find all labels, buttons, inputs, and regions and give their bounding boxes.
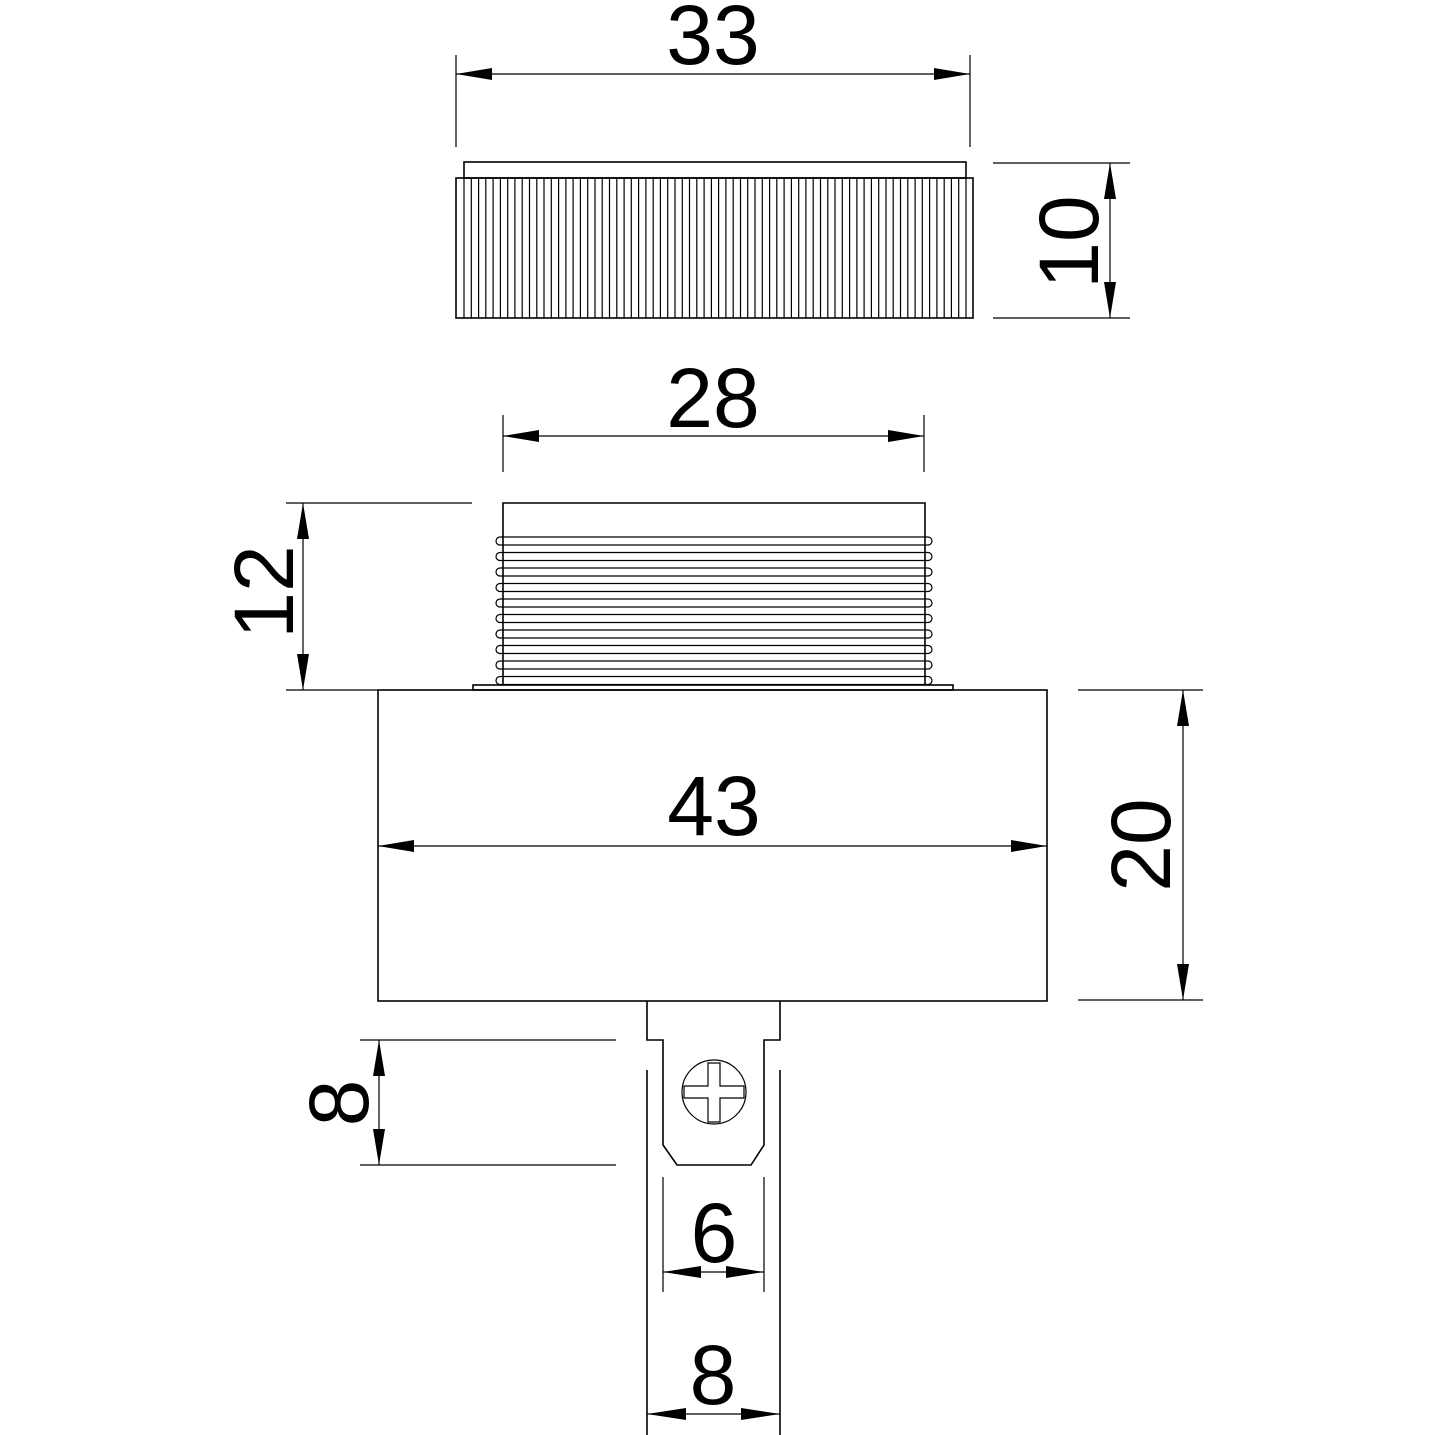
dimension-label: 20 [1094, 798, 1188, 891]
arrowhead-left-icon [378, 840, 414, 852]
arrowhead-down-icon [373, 1129, 385, 1165]
dimension-cap-width: 33 [455, 0, 971, 147]
arrowhead-left-icon [663, 1266, 701, 1278]
arrowhead-right-icon [726, 1266, 764, 1278]
dimension-terminal-inner-width: 6 [662, 1177, 765, 1292]
dimension-terminal-slot-height: 8 [292, 1039, 616, 1166]
dimension-label: 6 [691, 1186, 738, 1280]
arrowhead-up-icon [1177, 690, 1189, 726]
threaded-neck [472, 502, 954, 691]
arrowhead-up-icon [297, 503, 309, 539]
cap-top-rim [463, 161, 967, 179]
dimension-body-width: 43 [378, 759, 1047, 853]
knurl-ridges [463, 178, 967, 318]
cap-body [455, 177, 974, 319]
dimension-label: 10 [1022, 195, 1116, 288]
thread-rings [495, 536, 933, 686]
arrowhead-up-icon [373, 1040, 385, 1076]
knurled-cap [455, 161, 974, 319]
arrowhead-left-icon [456, 68, 492, 80]
arrowhead-left-icon [503, 430, 539, 442]
arrowhead-right-icon [741, 1408, 780, 1420]
screw-terminal [646, 1001, 781, 1435]
dimension-label: 8 [690, 1328, 737, 1422]
arrowhead-left-icon [647, 1408, 686, 1420]
dimension-thread-width: 28 [502, 351, 925, 472]
arrowhead-right-icon [1011, 840, 1047, 852]
dimension-label: 43 [667, 759, 760, 853]
dimension-terminal-outer-width: 8 [647, 1328, 780, 1422]
arrowhead-up-icon [1104, 163, 1116, 199]
dimension-label: 28 [666, 351, 759, 445]
arrowhead-right-icon [934, 68, 970, 80]
dimension-label: 33 [666, 0, 759, 82]
arrowhead-down-icon [1177, 964, 1189, 1000]
dimension-thread-height: 12 [217, 502, 472, 691]
dimension-body-height: 20 [1078, 689, 1203, 1001]
screw-head-icon [681, 1059, 747, 1125]
arrowhead-right-icon [888, 430, 924, 442]
arrowhead-down-icon [297, 654, 309, 690]
dimension-cap-height: 10 [993, 162, 1130, 319]
dimension-label: 12 [217, 545, 311, 638]
arrowhead-down-icon [1104, 282, 1116, 318]
dimension-label: 8 [292, 1080, 386, 1127]
